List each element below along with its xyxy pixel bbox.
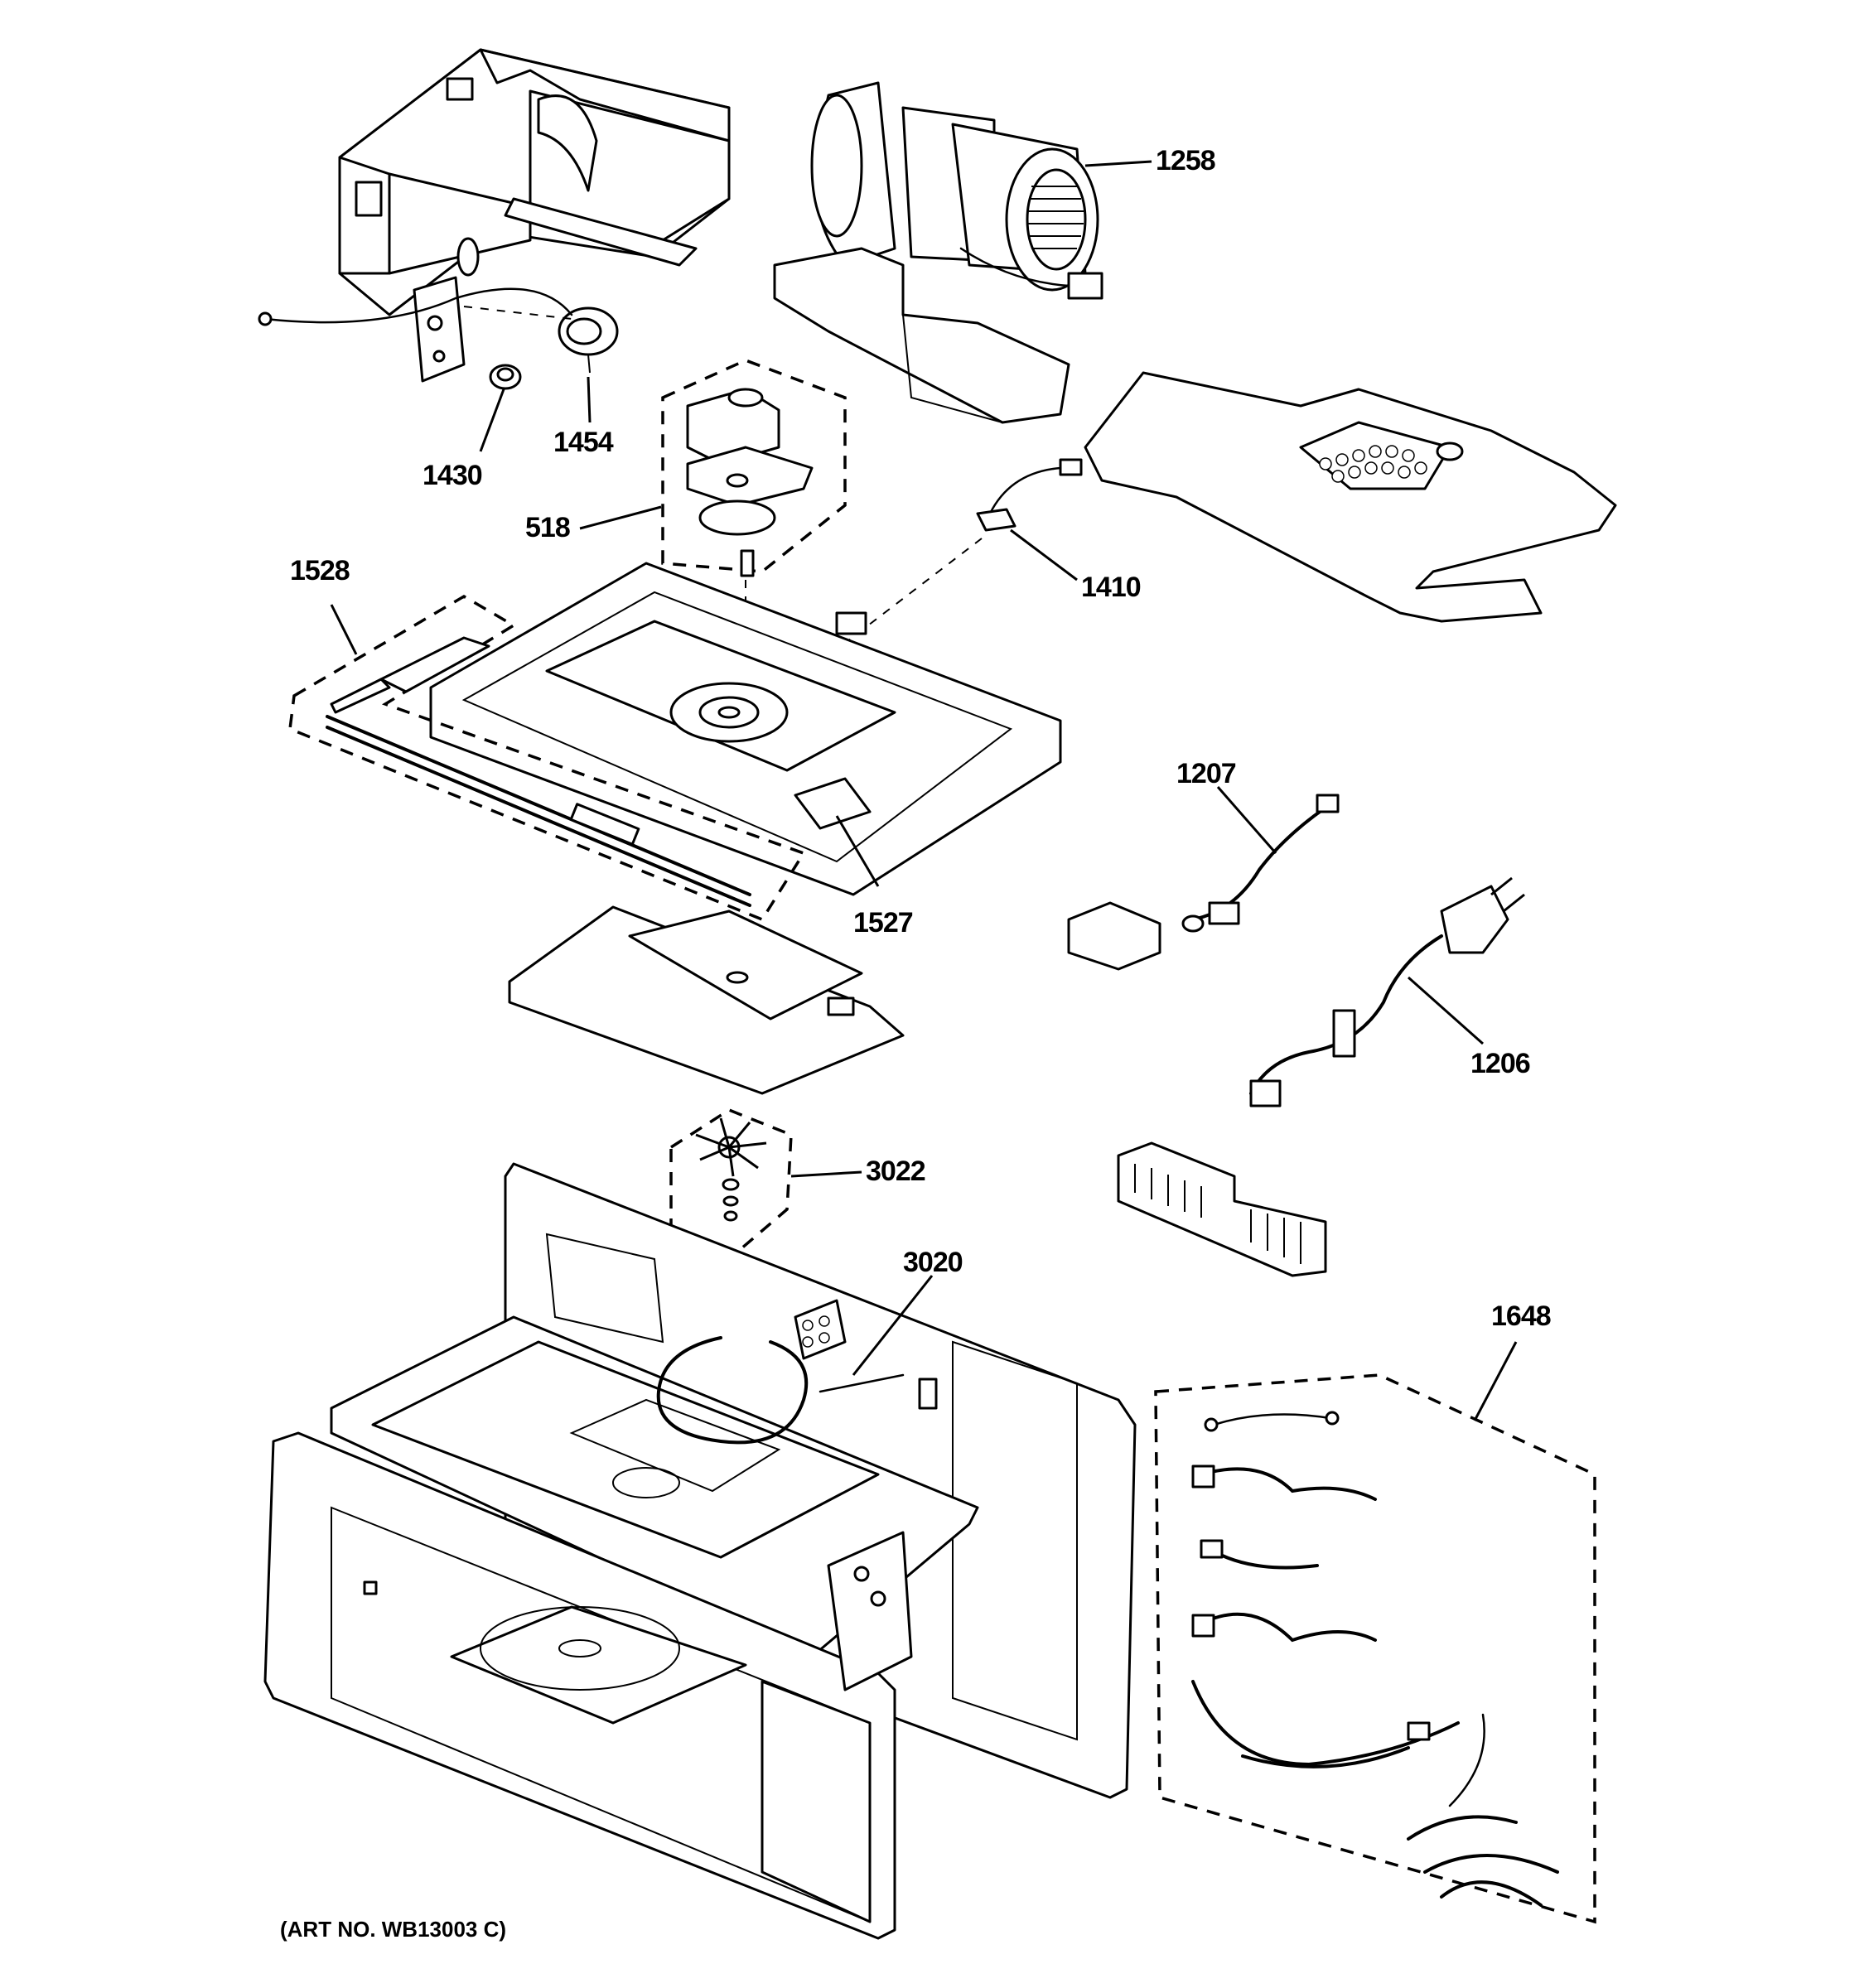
cavity-top-plate — [429, 562, 1062, 896]
air-guide-channel — [773, 247, 1070, 424]
duct-cover — [508, 905, 905, 1095]
leader-1527 — [835, 815, 880, 887]
callout-1648: 1648 — [1491, 1300, 1551, 1332]
thermal-fuse-1430 — [489, 364, 522, 390]
callout-1454: 1454 — [553, 427, 614, 458]
thermostat-1454 — [558, 306, 619, 374]
front-frame — [263, 1431, 913, 1940]
heater-1528 — [326, 636, 751, 907]
leader-3020 — [852, 1275, 934, 1376]
callout-1207: 1207 — [1176, 758, 1236, 789]
callout-1527: 1527 — [853, 907, 913, 939]
channel-fold — [902, 314, 1003, 423]
leader-3022 — [790, 1170, 862, 1178]
leader-1528 — [330, 604, 358, 655]
art-number: (ART NO. WB13003 C) — [280, 1917, 506, 1942]
callout-1258: 1258 — [1156, 145, 1215, 176]
callout-3020: 3020 — [903, 1247, 963, 1278]
oven-cavity-chassis — [330, 1162, 1137, 1799]
vent-grille — [1117, 1141, 1327, 1277]
leader-518 — [579, 505, 662, 530]
harness-kit-1648 — [1191, 1411, 1559, 1907]
callout-1206: 1206 — [1470, 1048, 1530, 1079]
leader-1430 — [479, 388, 505, 452]
heater-assembly-outline-1528 — [288, 594, 806, 922]
blower-motor-1258 — [810, 81, 1103, 300]
power-cord-1206 — [1249, 876, 1525, 1107]
leader-1454 — [587, 376, 592, 423]
top-cover-plate — [1084, 371, 1617, 623]
callout-1430: 1430 — [423, 460, 482, 491]
stirrer-assembly-outline-518 — [661, 359, 847, 573]
convection-fan-3022 — [695, 1117, 767, 1222]
leader-1258 — [1084, 160, 1152, 167]
leader-1648 — [1473, 1341, 1518, 1421]
air-duct-assembly — [338, 48, 731, 316]
wire-terminal — [258, 311, 273, 326]
leader-1410 — [1010, 528, 1078, 581]
assembly-guide-line — [463, 306, 572, 320]
stirrer-motor-518 — [686, 388, 814, 577]
leader-1207 — [1216, 786, 1277, 854]
thermostat-wire — [263, 287, 573, 324]
callout-518: 518 — [525, 512, 570, 543]
callout-1410: 1410 — [1081, 572, 1141, 603]
leader-1206 — [1408, 976, 1484, 1045]
harness-kit-outline-1648 — [1154, 1373, 1596, 1924]
harness-1207 — [1067, 794, 1340, 971]
callout-1528: 1528 — [290, 555, 350, 586]
thermostat-bracket — [413, 276, 466, 383]
callout-3022: 3022 — [866, 1156, 925, 1187]
sensor-1410 — [976, 458, 1083, 532]
